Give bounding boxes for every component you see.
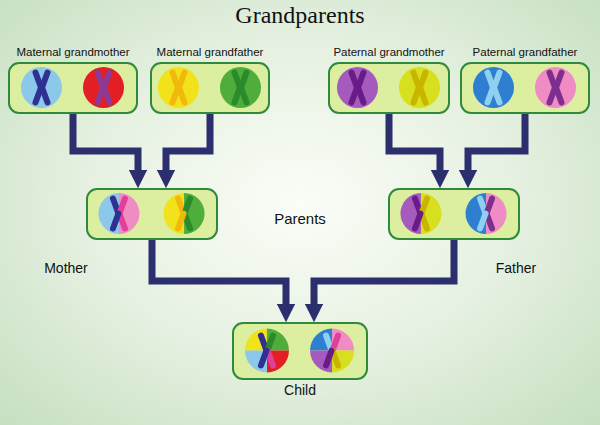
circle-segment [184, 193, 205, 234]
chromosome-circle [337, 67, 378, 108]
chromosome-box: Child [232, 322, 368, 380]
chromosome-box: Paternal grandfather [460, 62, 590, 114]
circle-segment [21, 67, 62, 108]
circle-segment [421, 193, 442, 234]
chromosome-arm [480, 214, 486, 229]
chromosome-art [330, 64, 447, 111]
chromosome-circle [400, 193, 441, 234]
inheritance-arrow [389, 114, 440, 170]
circle-segment [220, 67, 261, 108]
circle-segment [83, 67, 124, 108]
chromosome-arm [36, 88, 42, 103]
chromosome-circle [245, 329, 289, 373]
circle-segment [267, 351, 289, 373]
chromosome-box: Mother [86, 188, 218, 240]
chromosome-circle [164, 193, 205, 234]
circle-segment [245, 351, 267, 373]
circle-segment [245, 329, 267, 351]
circle-segment [466, 193, 487, 234]
circle-segment [399, 67, 440, 108]
chromosome-circle [21, 67, 62, 108]
person-label: Maternal grandmother [16, 46, 129, 60]
person-label: Paternal grandfather [473, 46, 578, 60]
person-label: Maternal grandfather [157, 46, 264, 60]
chromosome-circle [83, 67, 124, 108]
circle-segment [535, 67, 576, 108]
chromosome-art [88, 190, 215, 237]
chromosome-arm [98, 88, 104, 103]
chromosome-arm [178, 214, 184, 229]
chromosome-arm [113, 214, 119, 229]
inheritance-arrow [152, 240, 286, 304]
chromosome-art [462, 64, 587, 111]
chromosome-arm [326, 351, 332, 366]
chromosome-circle [535, 67, 576, 108]
chromosome-box: Maternal grandmother [8, 62, 138, 114]
circle-segment [332, 329, 354, 351]
chromosome-circle [399, 67, 440, 108]
circle-segment [98, 193, 119, 234]
inheritance-arrow [166, 114, 210, 170]
chromosome-arm [261, 351, 267, 366]
chromosome-circle [220, 67, 261, 108]
circle-segment [400, 193, 421, 234]
inheritance-arrow [314, 240, 454, 304]
chromosome-box: Father [388, 188, 520, 240]
group-label: Parents [274, 210, 326, 227]
chromosome-arm [488, 88, 494, 103]
circle-segment [164, 193, 185, 234]
person-label: Father [496, 260, 536, 277]
inheritance-arrow [73, 114, 138, 170]
circle-segment [473, 67, 514, 108]
chromosome-arm [414, 88, 420, 103]
chromosome-circle [98, 193, 139, 234]
circle-segment [310, 351, 332, 373]
chromosome-arm [173, 88, 179, 103]
person-label: Mother [44, 260, 88, 277]
circle-segment [332, 351, 354, 373]
circle-segment [119, 193, 140, 234]
chromosome-circle [310, 329, 354, 373]
person-label: Paternal grandmother [333, 46, 444, 60]
chromosome-arm [352, 88, 358, 103]
chromosome-art [390, 190, 517, 237]
person-label: Child [284, 382, 316, 399]
chromosome-arm [235, 88, 241, 103]
chromosome-art [10, 64, 135, 111]
chromosome-box: Paternal grandmother [328, 62, 450, 114]
chromosome-circle [466, 193, 507, 234]
chromosome-art [152, 64, 267, 111]
inheritance-arrow [468, 114, 525, 170]
circle-segment [337, 67, 378, 108]
chromosome-arm [550, 88, 556, 103]
circle-segment [158, 67, 199, 108]
diagram-title: Grandparents [0, 2, 600, 29]
chromosome-circle [158, 67, 199, 108]
chromosome-arm [415, 214, 421, 229]
circle-segment [310, 329, 332, 351]
circle-segment [267, 329, 289, 351]
chromosome-box: Maternal grandfather [150, 62, 270, 114]
chromosome-art [234, 324, 365, 377]
circle-segment [486, 193, 507, 234]
chromosome-circle [473, 67, 514, 108]
